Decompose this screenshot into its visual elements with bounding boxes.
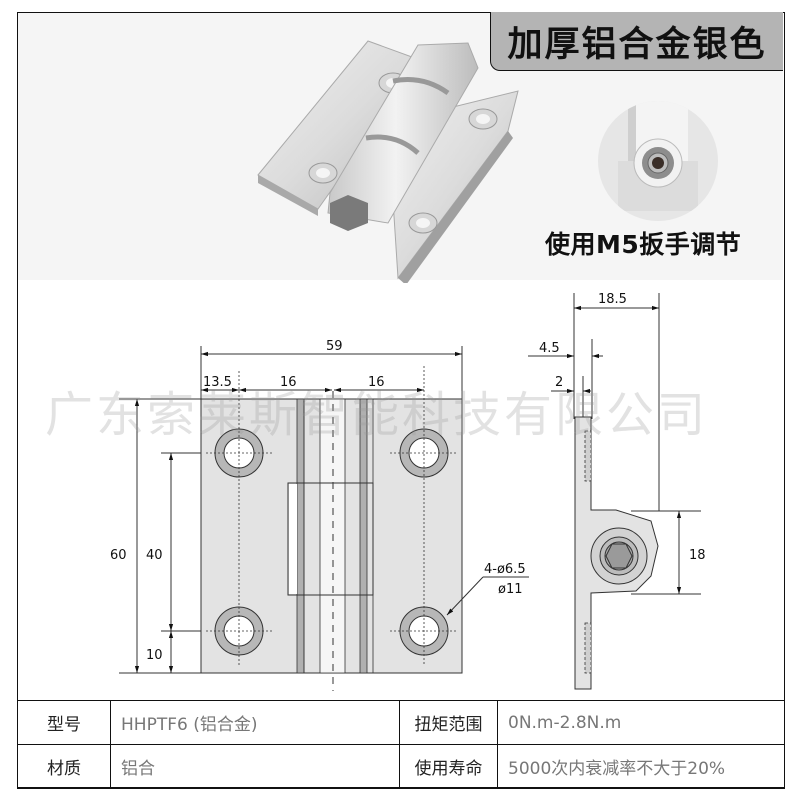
product-sheet: 加厚铝合金银色 使用M5扳手调节 <box>17 12 785 788</box>
spec-value-lifespan: 5000次内衰减率不大于20% <box>497 744 785 789</box>
spec-label-model: 型号 <box>17 700 111 745</box>
dim-half-span-left: 16 <box>280 375 297 390</box>
dim-hole-offset: 13.5 <box>203 375 232 390</box>
dim-hole-callout-1: 4-ø6.5 <box>484 562 526 577</box>
dim-total-depth: 18.5 <box>598 292 627 307</box>
dim-overall-height: 60 <box>110 548 127 563</box>
dim-plate-offset: 4.5 <box>539 341 560 356</box>
spec-label-lifespan: 使用寿命 <box>399 744 498 789</box>
product-photo-panel: 加厚铝合金银色 使用M5扳手调节 <box>18 12 783 283</box>
dim-knuckle-height: 18 <box>689 548 706 563</box>
dim-hole-callout-2: ø11 <box>498 582 523 597</box>
material-badge: 加厚铝合金银色 <box>490 12 783 71</box>
detail-caption: 使用M5扳手调节 <box>545 230 742 259</box>
front-view <box>119 346 529 691</box>
dim-hole-bottom: 10 <box>146 648 163 663</box>
technical-drawing: 59 13.5 16 16 60 40 10 4-ø6.5 ø11 18.5 4… <box>18 280 783 701</box>
adjustment-detail-image <box>598 101 718 221</box>
table-row: 材质 铝合 使用寿命 5000次内衰减率不大于20% <box>17 744 785 789</box>
dim-plate-thickness: 2 <box>555 375 563 390</box>
hinge-photo <box>257 40 519 283</box>
dim-half-span-right: 16 <box>368 375 385 390</box>
material-badge-text: 加厚铝合金银色 <box>507 24 767 65</box>
dimension-drawing: 59 13.5 16 16 60 40 10 4-ø6.5 ø11 18.5 4… <box>110 292 706 691</box>
spec-label-torque: 扭矩范围 <box>399 700 498 745</box>
spec-value-torque: 0N.m-2.8N.m <box>497 700 785 745</box>
spec-table: 型号 HHPTF6 (铝合金) 扭矩范围 0N.m-2.8N.m 材质 铝合 使… <box>17 700 785 789</box>
spec-value-model: HHPTF6 (铝合金) <box>110 700 400 745</box>
spec-label-material: 材质 <box>17 744 111 789</box>
dim-overall-width: 59 <box>326 339 343 354</box>
table-row: 型号 HHPTF6 (铝合金) 扭矩范围 0N.m-2.8N.m <box>17 700 785 745</box>
dim-hole-pitch: 40 <box>146 548 163 563</box>
side-view <box>528 293 701 690</box>
spec-value-material: 铝合 <box>110 744 400 789</box>
